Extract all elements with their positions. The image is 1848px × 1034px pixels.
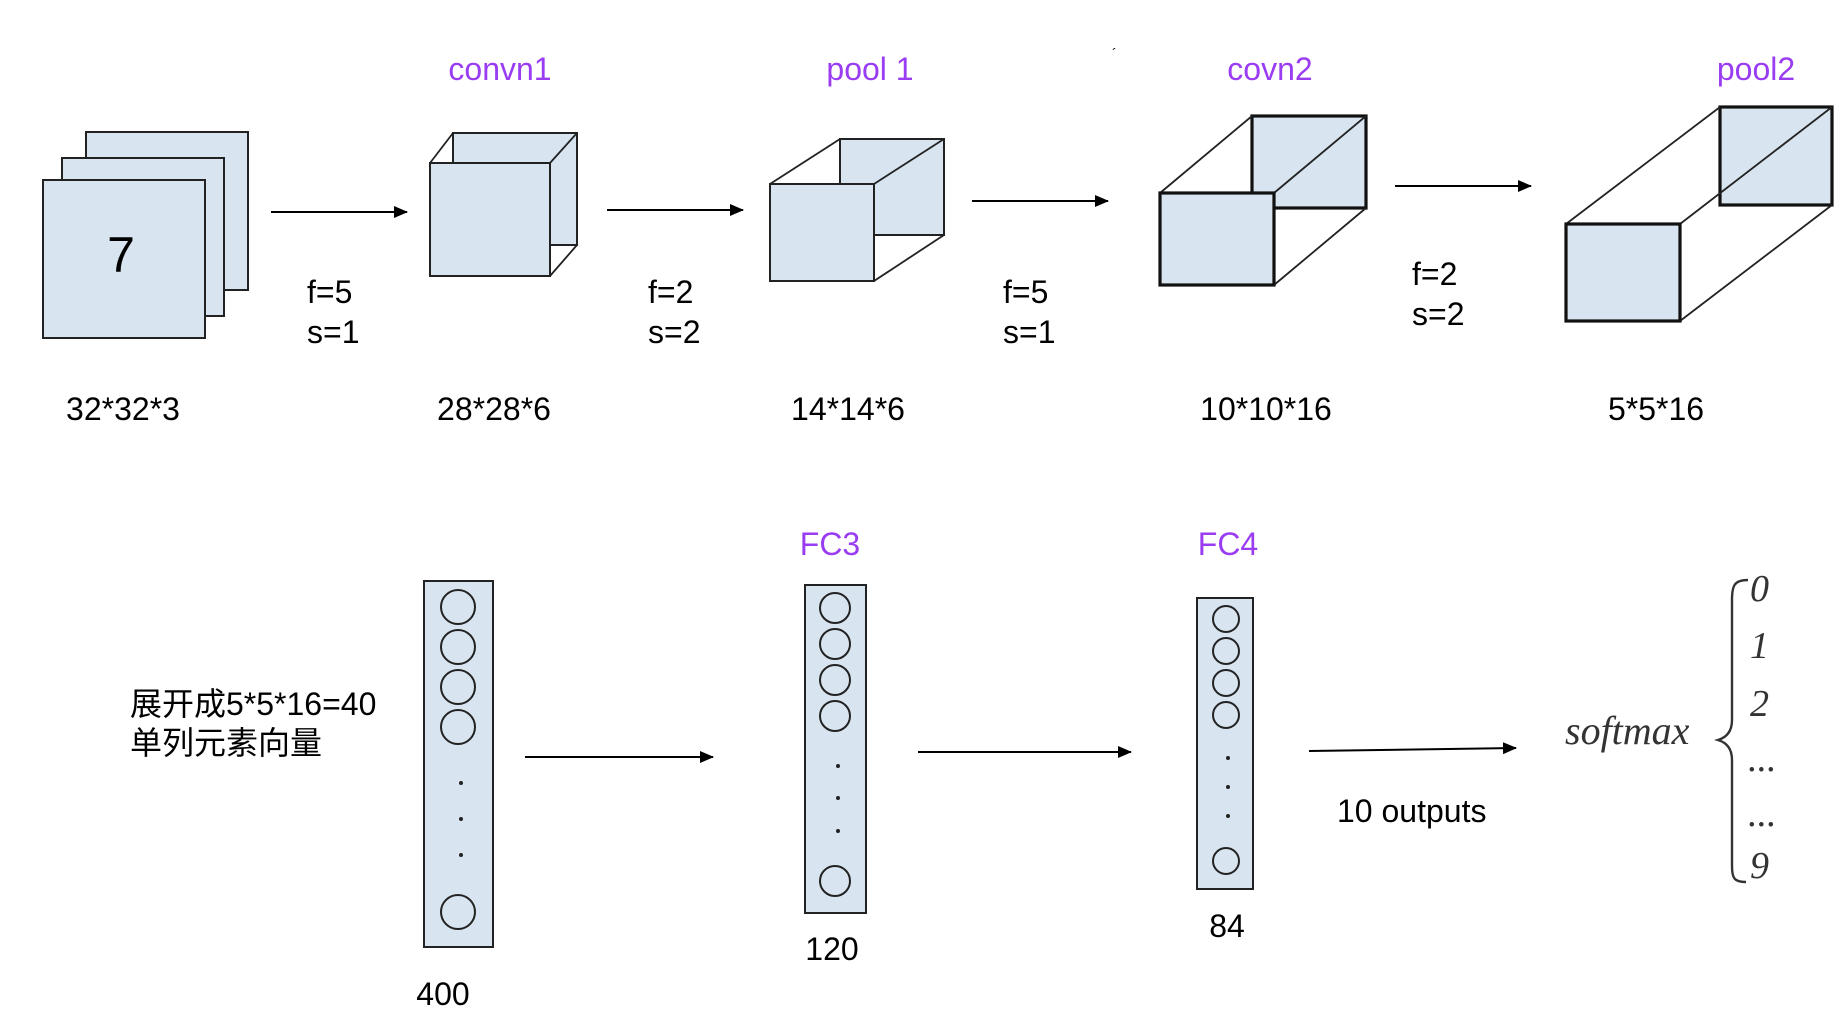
conv2-title: covn2 [1227,51,1312,87]
softmax-item-4: ... [1748,793,1777,835]
pool2-param-s: s=2 [1412,296,1464,332]
conv1-volume [429,132,578,277]
conv1-title: convn1 [448,51,551,87]
fc4-column [1196,597,1254,890]
arrow-outputs [1308,742,1517,755]
conv1-param-f: f=5 [307,274,352,310]
conv2-param-s: s=1 [1003,314,1055,350]
conv2-volume [1158,114,1368,287]
flatten-note-line1: 展开成5*5*16=40 [130,686,376,722]
conv1-size-label: 28*28*6 [437,391,551,427]
input-image-stack: 7 [42,131,249,339]
fc3-size: 120 [805,931,858,967]
softmax-label: softmax [1565,708,1690,753]
pool2-title: pool2 [1717,51,1795,87]
softmax-item-0: 0 [1750,568,1769,610]
fc3-column [804,584,867,914]
flatten-note-line2: 单列元素向量 [130,725,322,761]
input-size-label: 32*32*3 [66,391,180,427]
conv2-size-label: 10*10*16 [1200,391,1332,427]
input-digit: 7 [107,227,135,283]
outputs-label: 10 outputs [1337,793,1486,829]
conv2-param-f: f=5 [1003,274,1048,310]
softmax-item-5: 9 [1750,845,1769,887]
fc4-title: FC4 [1198,526,1258,562]
softmax-item-3: ... [1748,738,1777,780]
pool1-size-label: 14*14*6 [791,391,905,427]
pool1-title: pool 1 [826,51,913,87]
pool1-volume [769,138,945,282]
svg-text:´: ´ [1112,45,1117,61]
pool2-volume [1564,105,1834,323]
pool1-param-s: s=2 [648,314,700,350]
softmax-brace [1713,578,1749,884]
softmax-item-1: 1 [1750,625,1769,667]
fc4-size: 84 [1209,908,1245,944]
pool1-param-f: f=2 [648,274,693,310]
softmax-item-2: 2 [1750,683,1769,725]
pool2-param-f: f=2 [1412,256,1457,292]
conv1-param-s: s=1 [307,314,359,350]
layer-400-column [423,580,494,948]
fc3-title: FC3 [800,526,860,562]
pool2-size-label: 5*5*16 [1608,391,1704,427]
layer-400-size: 400 [416,976,469,1012]
